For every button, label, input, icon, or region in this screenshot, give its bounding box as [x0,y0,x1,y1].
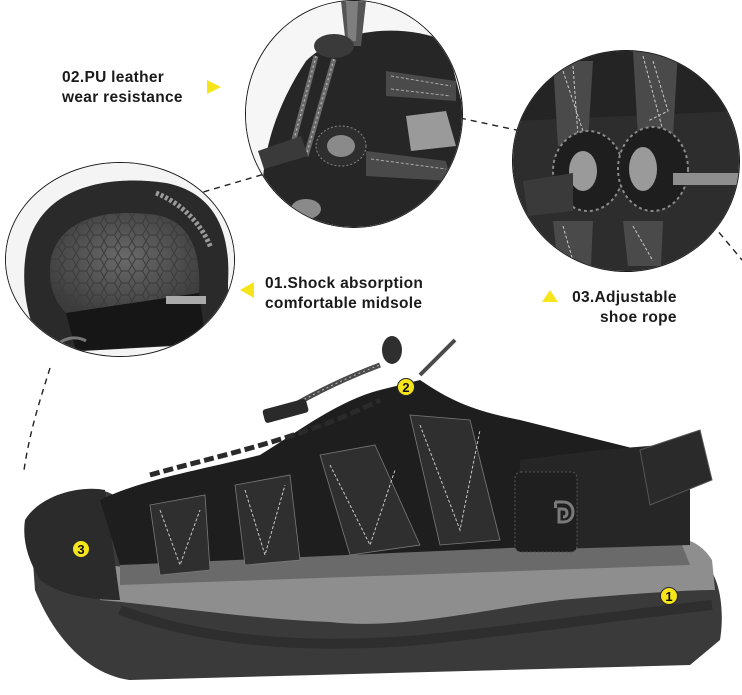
pointer-right-icon [207,80,221,94]
feature-02-line-2: wear resistance [62,89,183,106]
pointer-up-icon [542,290,558,302]
feature-03-line-1: 03.Adjustable [572,289,677,306]
feature-label-03: 03.Adjustable shoe rope [568,288,677,328]
feature-02-line-1: 02.PU leather [62,69,165,86]
badge-2: 2 [397,378,415,396]
badge-3: 3 [72,540,90,558]
feature-label-02: 02.PU leather wear resistance [62,68,183,108]
detail-circle-lace-toggle [245,0,463,228]
feature-03-line-2: shoe rope [600,309,677,326]
feature-label-01: 01.Shock absorption comfortable midsole [265,274,423,314]
badge-1: 1 [660,587,678,605]
feature-01-line-1: 01.Shock absorption [265,275,424,292]
feature-01-line-2: comfortable midsole [265,295,423,312]
detail-circle-midsole [5,162,235,357]
pointer-left-icon [240,282,254,298]
brand-logo-icon [554,500,575,524]
